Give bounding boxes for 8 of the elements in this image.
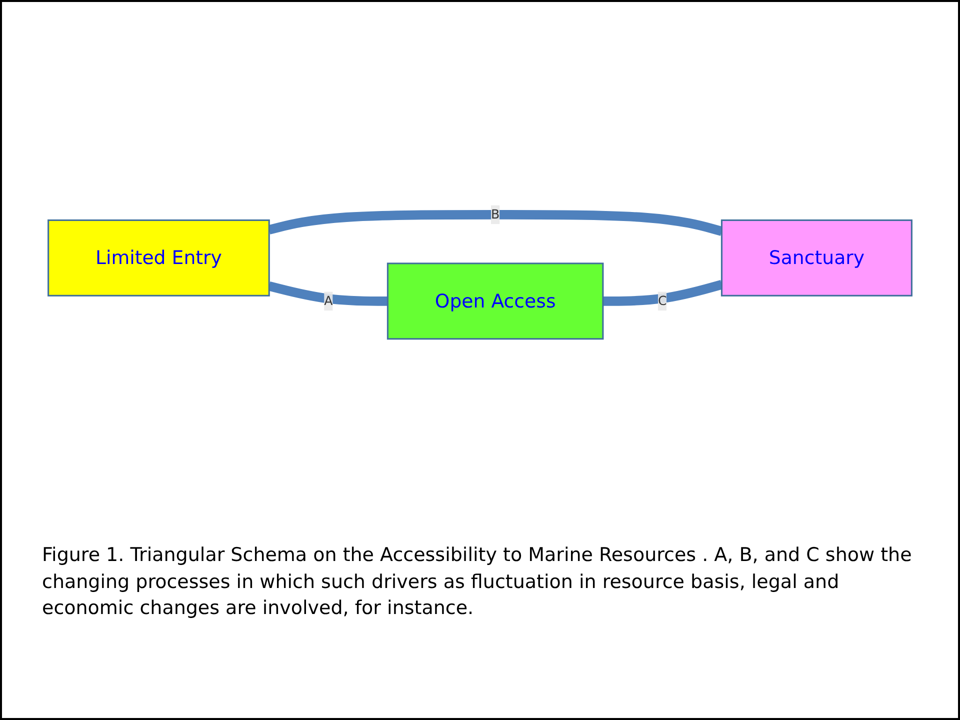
edge-label: C [658,293,667,308]
edge-label: B [491,206,500,222]
edge-label: A [324,293,333,308]
figure-caption: Figure 1. Triangular Schema on the Accessibility to Marine Resources . A, B, and C show the changing processes in which such drivers as fluctuation in resource basis, legal and economic changes are involved, for instance. [42,543,913,622]
node-box: Sanctuary [720,219,912,296]
connector [602,280,723,306]
node-box: Open Access [386,262,604,340]
node-box: Limited Entry [48,219,270,296]
